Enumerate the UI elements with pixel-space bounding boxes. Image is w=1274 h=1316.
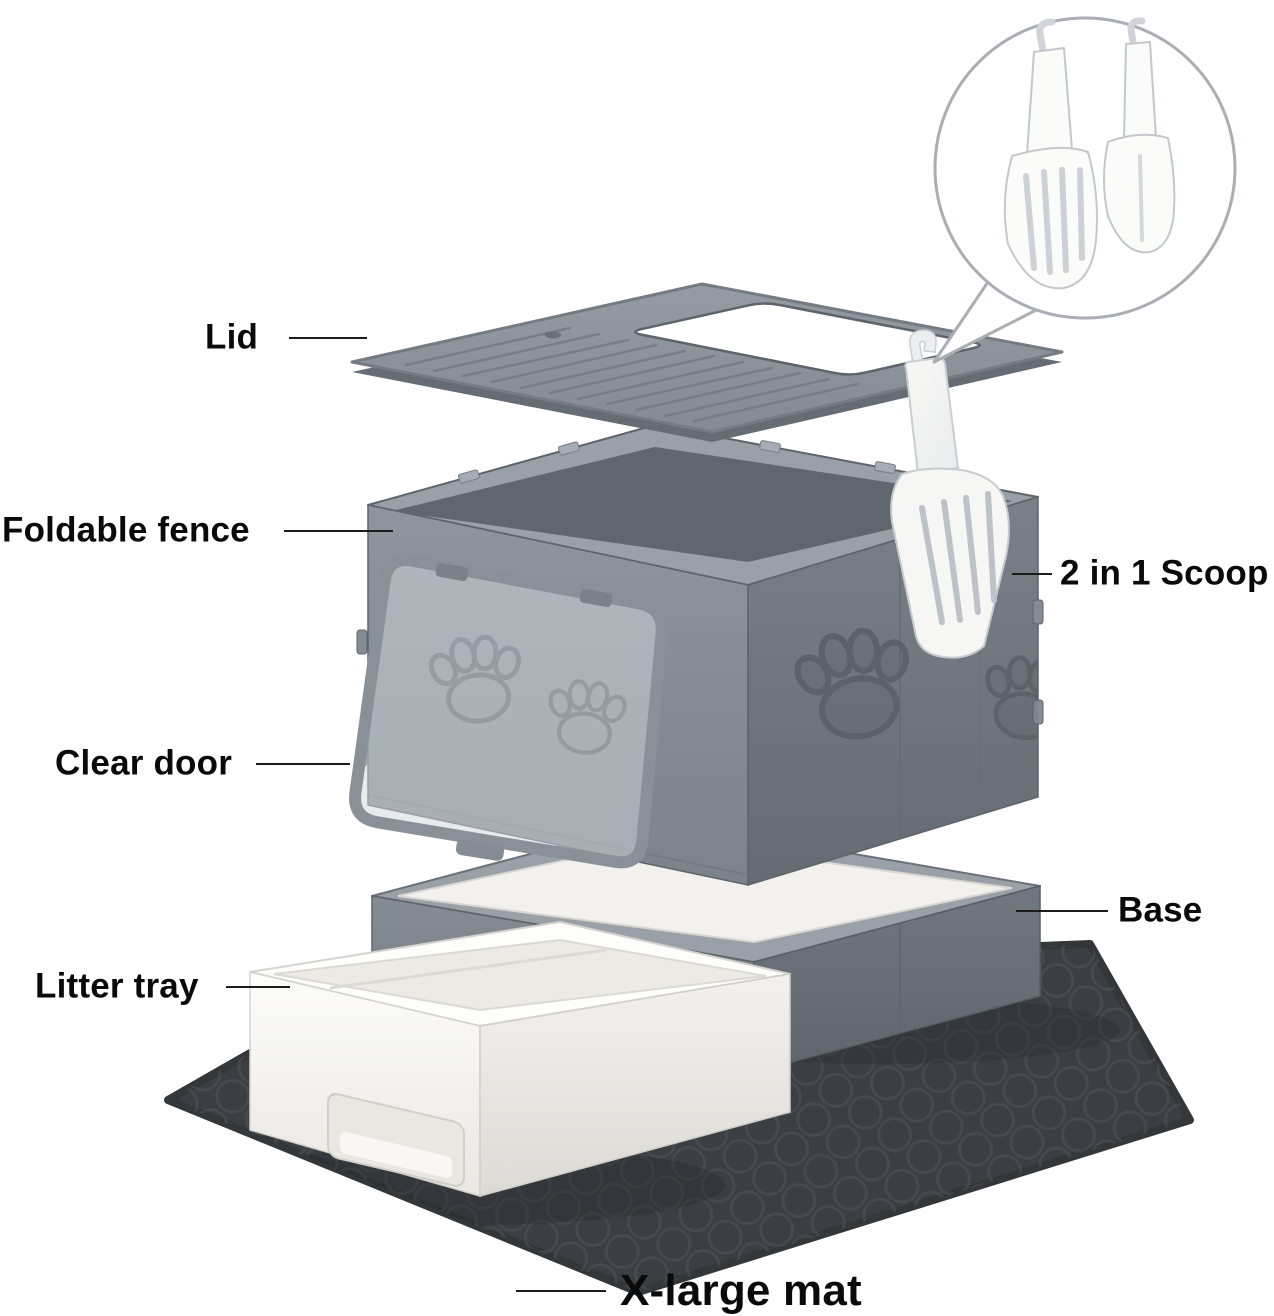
door-hinge — [435, 562, 613, 608]
lid-opening — [634, 302, 981, 376]
label-lid: Lid — [205, 317, 259, 357]
scoop-illustration — [890, 329, 1010, 659]
heart-outline-icon — [1065, 788, 1155, 871]
lid-vents — [404, 326, 860, 423]
label-litter-tray: Litter tray — [35, 966, 199, 1006]
scoop-inset-bubble — [932, 16, 1237, 364]
clear-door-illustration — [349, 554, 668, 869]
door-latch — [455, 839, 505, 861]
inset-spade-small — [1103, 17, 1176, 254]
label-scoop: 2 in 1 Scoop — [1060, 553, 1269, 593]
label-clear-door: Clear door — [55, 743, 233, 783]
tray-handle — [327, 1093, 465, 1187]
label-foldable-fence: Foldable fence — [2, 510, 250, 550]
inset-scoop-large — [1003, 18, 1098, 290]
litter-tray-illustration — [249, 921, 791, 1197]
leader-lines — [226, 337, 1108, 1292]
lid-illustration — [350, 282, 1064, 442]
label-base: Base — [1118, 890, 1203, 930]
label-x-large-mat: X-large mat — [620, 1265, 862, 1315]
